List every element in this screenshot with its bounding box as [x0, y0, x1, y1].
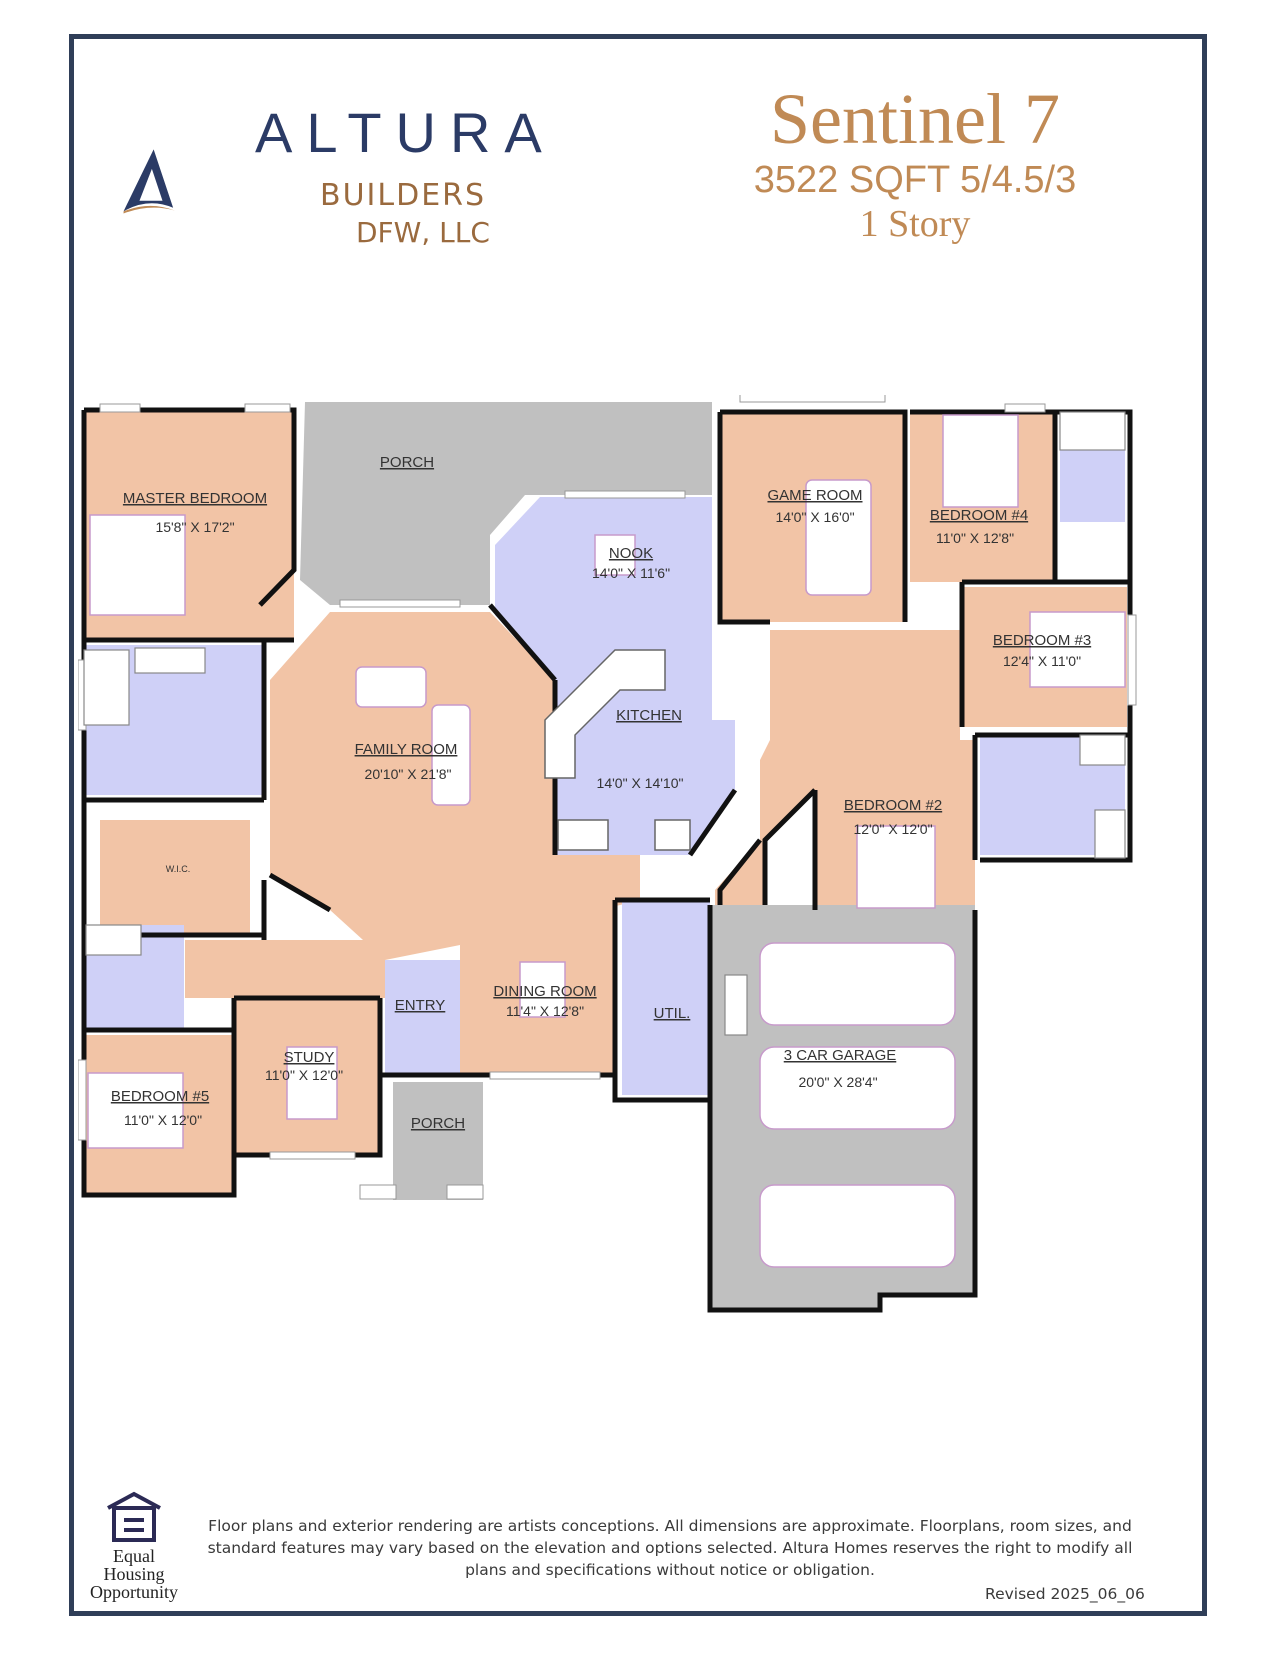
util-label: UTIL. [654, 1005, 691, 1022]
plan-specs: 3522 SQFT 5/4.5/3 [753, 159, 1077, 201]
bedroom-3-dims: 12'4" X 11'0" [1003, 653, 1081, 669]
study-desk [286, 1046, 338, 1120]
study-hall-area [185, 940, 385, 998]
equal-housing-icon [107, 1491, 161, 1542]
study-label: STUDY [284, 1049, 335, 1066]
sofa-1 [355, 666, 427, 708]
bedroom-2-dims: 12'0" X 12'0" [853, 821, 932, 837]
entry-area [385, 960, 460, 1075]
room-labels: MASTER BEDROOM 15'8" X 17'2" PORCH NOOK … [111, 454, 1091, 1132]
sofa-2 [431, 704, 471, 806]
dining-room-dims: 11'4" X 12'8" [506, 1003, 584, 1019]
bed-3 [1029, 611, 1126, 688]
windows [78, 395, 1137, 1200]
brand-builders: BUILDERS [320, 178, 487, 213]
family-room-label: FAMILY ROOM [355, 741, 458, 758]
bed-2 [856, 825, 936, 909]
master-bed [89, 514, 186, 616]
porch-back-area [300, 402, 712, 605]
revised-date: Revised 2025_06_06 [985, 1585, 1145, 1603]
nook-label: NOOK [609, 545, 653, 562]
kitchen-dims: 14'0" X 14'10" [597, 775, 684, 791]
hallway-area [715, 630, 975, 910]
entry-label: ENTRY [395, 997, 446, 1014]
eho-line-3: Opportunity [90, 1582, 178, 1602]
brand-dfw: DFW, LLC [356, 216, 490, 249]
brand-name: ALTURA [255, 101, 556, 164]
wic-label: W.I.C. [166, 864, 191, 874]
altura-logo-mark [123, 149, 175, 214]
game-room-dims: 14'0" X 16'0" [775, 509, 854, 525]
bedroom-4-label: BEDROOM #4 [930, 507, 1028, 524]
eho-line-2: Housing [103, 1564, 165, 1584]
study-dims: 11'0" X 12'0" [265, 1067, 343, 1083]
bedroom-4-dims: 11'0" X 12'8" [936, 530, 1014, 546]
bedroom-5-label: BEDROOM #5 [111, 1088, 209, 1105]
master-bedroom-label: MASTER BEDROOM [123, 490, 267, 507]
garage-dims: 20'0" X 28'4" [798, 1074, 877, 1090]
wic-area [100, 820, 250, 935]
nook-dims: 14'0" X 11'6" [592, 565, 670, 581]
walls [81, 407, 1133, 1313]
porch-front-area [393, 1082, 483, 1200]
eho-line-1: Equal [113, 1546, 155, 1566]
kitchen-counter [544, 649, 691, 851]
plan-stories: 1 Story [859, 203, 971, 245]
disclaimer-text: Floor plans and exterior rendering are a… [207, 1517, 1133, 1579]
plan-name: Sentinel 7 [770, 79, 1060, 159]
plan-title-block: Sentinel 7 3522 SQFT 5/4.5/3 1 Story [690, 80, 1140, 246]
bed-5 [87, 1072, 184, 1149]
bedroom-3-label: BEDROOM #3 [993, 632, 1091, 649]
porch-front-label: PORCH [411, 1115, 465, 1132]
bed-4 [942, 414, 1019, 508]
furniture [87, 414, 1126, 1149]
dining-table [519, 961, 566, 1018]
master-bedroom-dims: 15'8" X 17'2" [155, 519, 234, 535]
game-room-label: GAME ROOM [767, 487, 862, 504]
equal-housing-badge: Equal Housing Opportunity [84, 1490, 184, 1601]
bedroom-5-dims: 11'0" X 12'0" [124, 1112, 202, 1128]
family-room-dims: 20'10" X 21'8" [365, 766, 452, 782]
game-table [805, 479, 872, 596]
porch-back-label: PORCH [380, 454, 434, 471]
nook-table [594, 534, 636, 576]
garage-label: 3 CAR GARAGE [784, 1047, 897, 1064]
dining-room-label: DINING ROOM [493, 983, 596, 1000]
kitchen-label: KITCHEN [616, 707, 682, 724]
bedroom-2-label: BEDROOM #2 [844, 797, 942, 814]
util-area [622, 900, 710, 1095]
cars [759, 942, 956, 1268]
bath-fixtures [83, 411, 1126, 1036]
floor-plan: MASTER BEDROOM 15'8" X 17'2" PORCH NOOK … [78, 395, 1137, 1313]
